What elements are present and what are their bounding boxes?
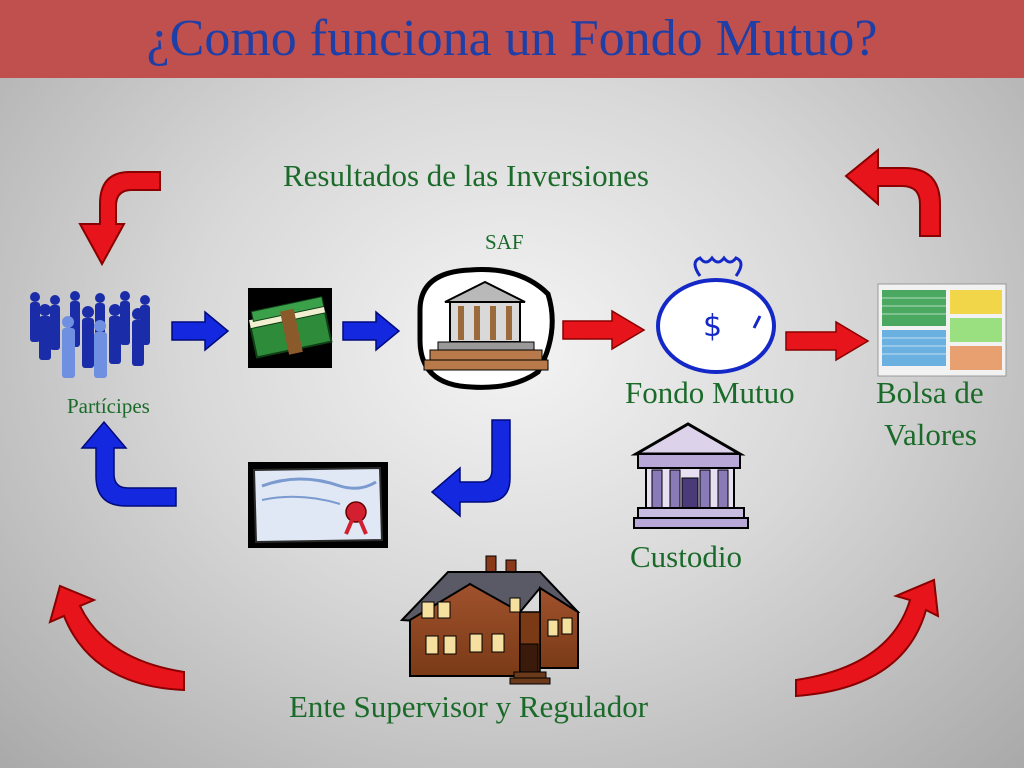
blue-curved-arrow-left xyxy=(80,420,177,507)
custodian-building-icon xyxy=(630,422,749,529)
red-arrow-1 xyxy=(562,309,646,351)
blue-arrow-2 xyxy=(342,310,401,352)
curved-arrow-top-right xyxy=(844,147,941,237)
exchange-label-line2: Valores xyxy=(884,417,977,452)
participants-label: Partícipes xyxy=(67,394,150,418)
results-label: Resultados de las Inversiones xyxy=(283,158,649,193)
curved-arrow-bottom-right xyxy=(795,578,940,698)
curved-arrow-top-left xyxy=(78,171,161,267)
svg-text:$: $ xyxy=(703,309,722,344)
money-bag-icon: $ xyxy=(656,255,776,374)
title-bar: ¿Como funciona un Fondo Mutuo? xyxy=(0,0,1024,78)
bank-building-icon xyxy=(417,267,555,390)
curved-arrow-bottom-left xyxy=(48,584,185,692)
saf-label: SAF xyxy=(485,230,524,254)
exchange-label-line1: Bolsa de xyxy=(876,375,984,410)
money-stack-icon xyxy=(248,288,333,368)
certificate-icon xyxy=(248,462,388,548)
red-arrow-2 xyxy=(785,320,870,362)
regulator-house-icon xyxy=(399,555,581,685)
page-title: ¿Como funciona un Fondo Mutuo? xyxy=(146,10,878,67)
stock-screen-icon xyxy=(877,283,1007,377)
blue-curved-arrow-center xyxy=(430,419,511,518)
people-group-icon xyxy=(30,291,150,378)
fund-label: Fondo Mutuo xyxy=(625,375,795,410)
blue-arrow-1 xyxy=(171,310,230,352)
regulator-label: Ente Supervisor y Regulador xyxy=(289,689,649,724)
custodian-label: Custodio xyxy=(630,539,742,574)
